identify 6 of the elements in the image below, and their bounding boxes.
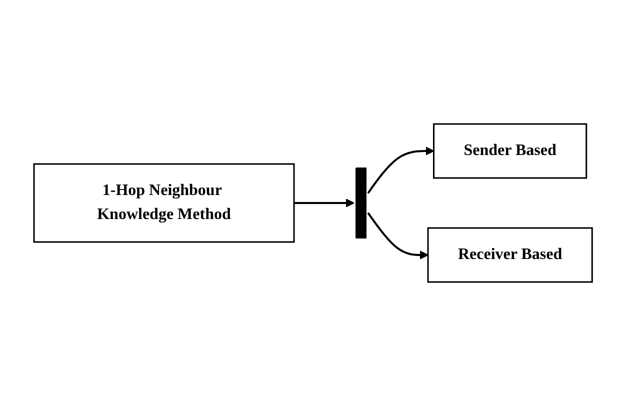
node-box: 1-Hop Neighbour Knowledge Method — [34, 162, 296, 242]
node-box: Sender Based — [433, 122, 588, 178]
node-box: Receiver Based — [428, 226, 594, 282]
arrow — [368, 146, 435, 194]
arrow — [368, 212, 429, 259]
arrow — [294, 198, 355, 207]
